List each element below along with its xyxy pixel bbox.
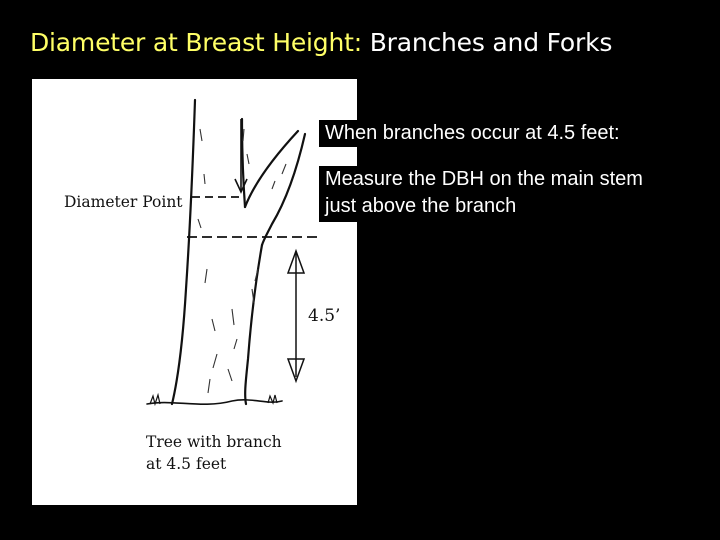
slide-title: Diameter at Breast Height: Branches and … [30,28,612,57]
caption-line-1: Tree with branch [146,433,282,451]
explanation-text: When branches occur at 4.5 feet: Measure… [319,120,699,222]
branch-right-edge [260,132,307,247]
title-highlight: Diameter at Breast Height: [30,28,362,57]
height-label: 4.5’ [308,306,341,326]
main-stem-right-edge [240,117,247,209]
tree-drawing [146,98,322,407]
tree-diagram-figure: Diameter Point 4.5’ Tree with branch at … [32,79,357,505]
trunk-right-edge [244,243,264,406]
caption-line-2: at 4.5 feet [146,455,227,473]
title-rest: Branches and Forks [361,28,613,57]
diameter-arrow-head [234,178,248,194]
height-arrow-bottom [286,358,306,384]
branch-left-edge [243,129,300,209]
explanation-heading: When branches occur at 4.5 feet: [319,120,620,147]
ground-line [146,399,283,406]
trunk-left-edge [170,98,197,406]
height-arrow-top [286,248,306,274]
explanation-body: Measure the DBH on the main stem just ab… [319,166,663,222]
diameter-point-label: Diameter Point [64,193,183,211]
grass-tufts [149,392,278,407]
figure-caption: Tree with branch at 4.5 feet [146,431,282,475]
